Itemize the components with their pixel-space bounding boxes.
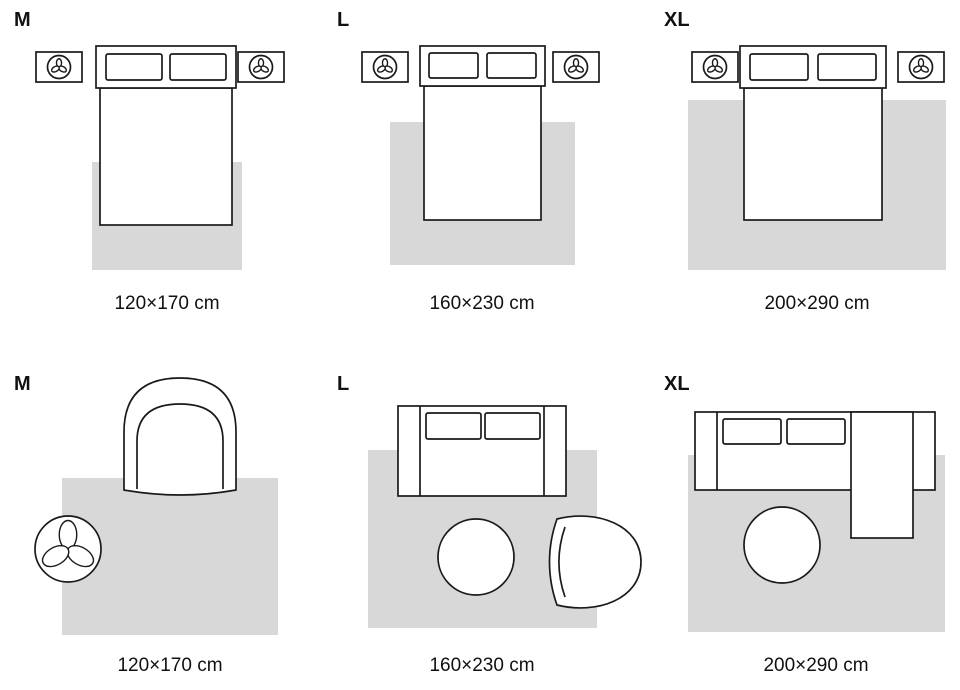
bedroom-panel-xl: XL 200×290 cm: [664, 9, 946, 314]
armchair-seat-line: [558, 526, 566, 598]
size-label: M: [14, 9, 31, 31]
dimension-caption: 200×290 cm: [764, 293, 869, 314]
livingroom-panel-xl: XL 200×290 cm: [664, 373, 945, 676]
bed-mattress: [743, 87, 883, 221]
bedroom-panel-m: M 120×170 cm: [14, 9, 285, 314]
dimension-caption: 160×230 cm: [429, 293, 534, 314]
pillow: [169, 53, 227, 81]
livingroom-panel-l: L 160×230 cm: [337, 373, 642, 676]
coffee-table: [743, 506, 821, 584]
armchair-seat-line: [136, 403, 224, 489]
sofa-cushion: [425, 412, 482, 440]
dimension-caption: 200×290 cm: [763, 655, 868, 676]
pillow: [105, 53, 163, 81]
armchair-back: [123, 377, 237, 496]
pillow: [486, 52, 537, 79]
dimension-caption: 160×230 cm: [429, 655, 534, 676]
armchair: [548, 515, 642, 609]
sofa-cushion: [722, 418, 782, 445]
bed-mattress: [423, 85, 542, 221]
size-label: XL: [664, 9, 690, 31]
dimension-caption: 120×170 cm: [114, 293, 219, 314]
pillow: [817, 53, 877, 81]
size-label: L: [337, 373, 349, 395]
size-label: L: [337, 9, 349, 31]
livingroom-panel-m: M 120×170 cm: [14, 373, 278, 676]
sofa-cushion: [786, 418, 846, 445]
bedroom-panel-l: L 160×230 cm: [337, 9, 600, 314]
pillow: [749, 53, 809, 81]
coffee-table: [437, 518, 515, 596]
bed-mattress: [99, 87, 233, 226]
size-label: XL: [664, 373, 690, 395]
size-label: M: [14, 373, 31, 395]
pillow: [428, 52, 479, 79]
sofa-cushion: [484, 412, 541, 440]
dimension-caption: 120×170 cm: [117, 655, 222, 676]
sofa-chaise: [850, 411, 914, 539]
